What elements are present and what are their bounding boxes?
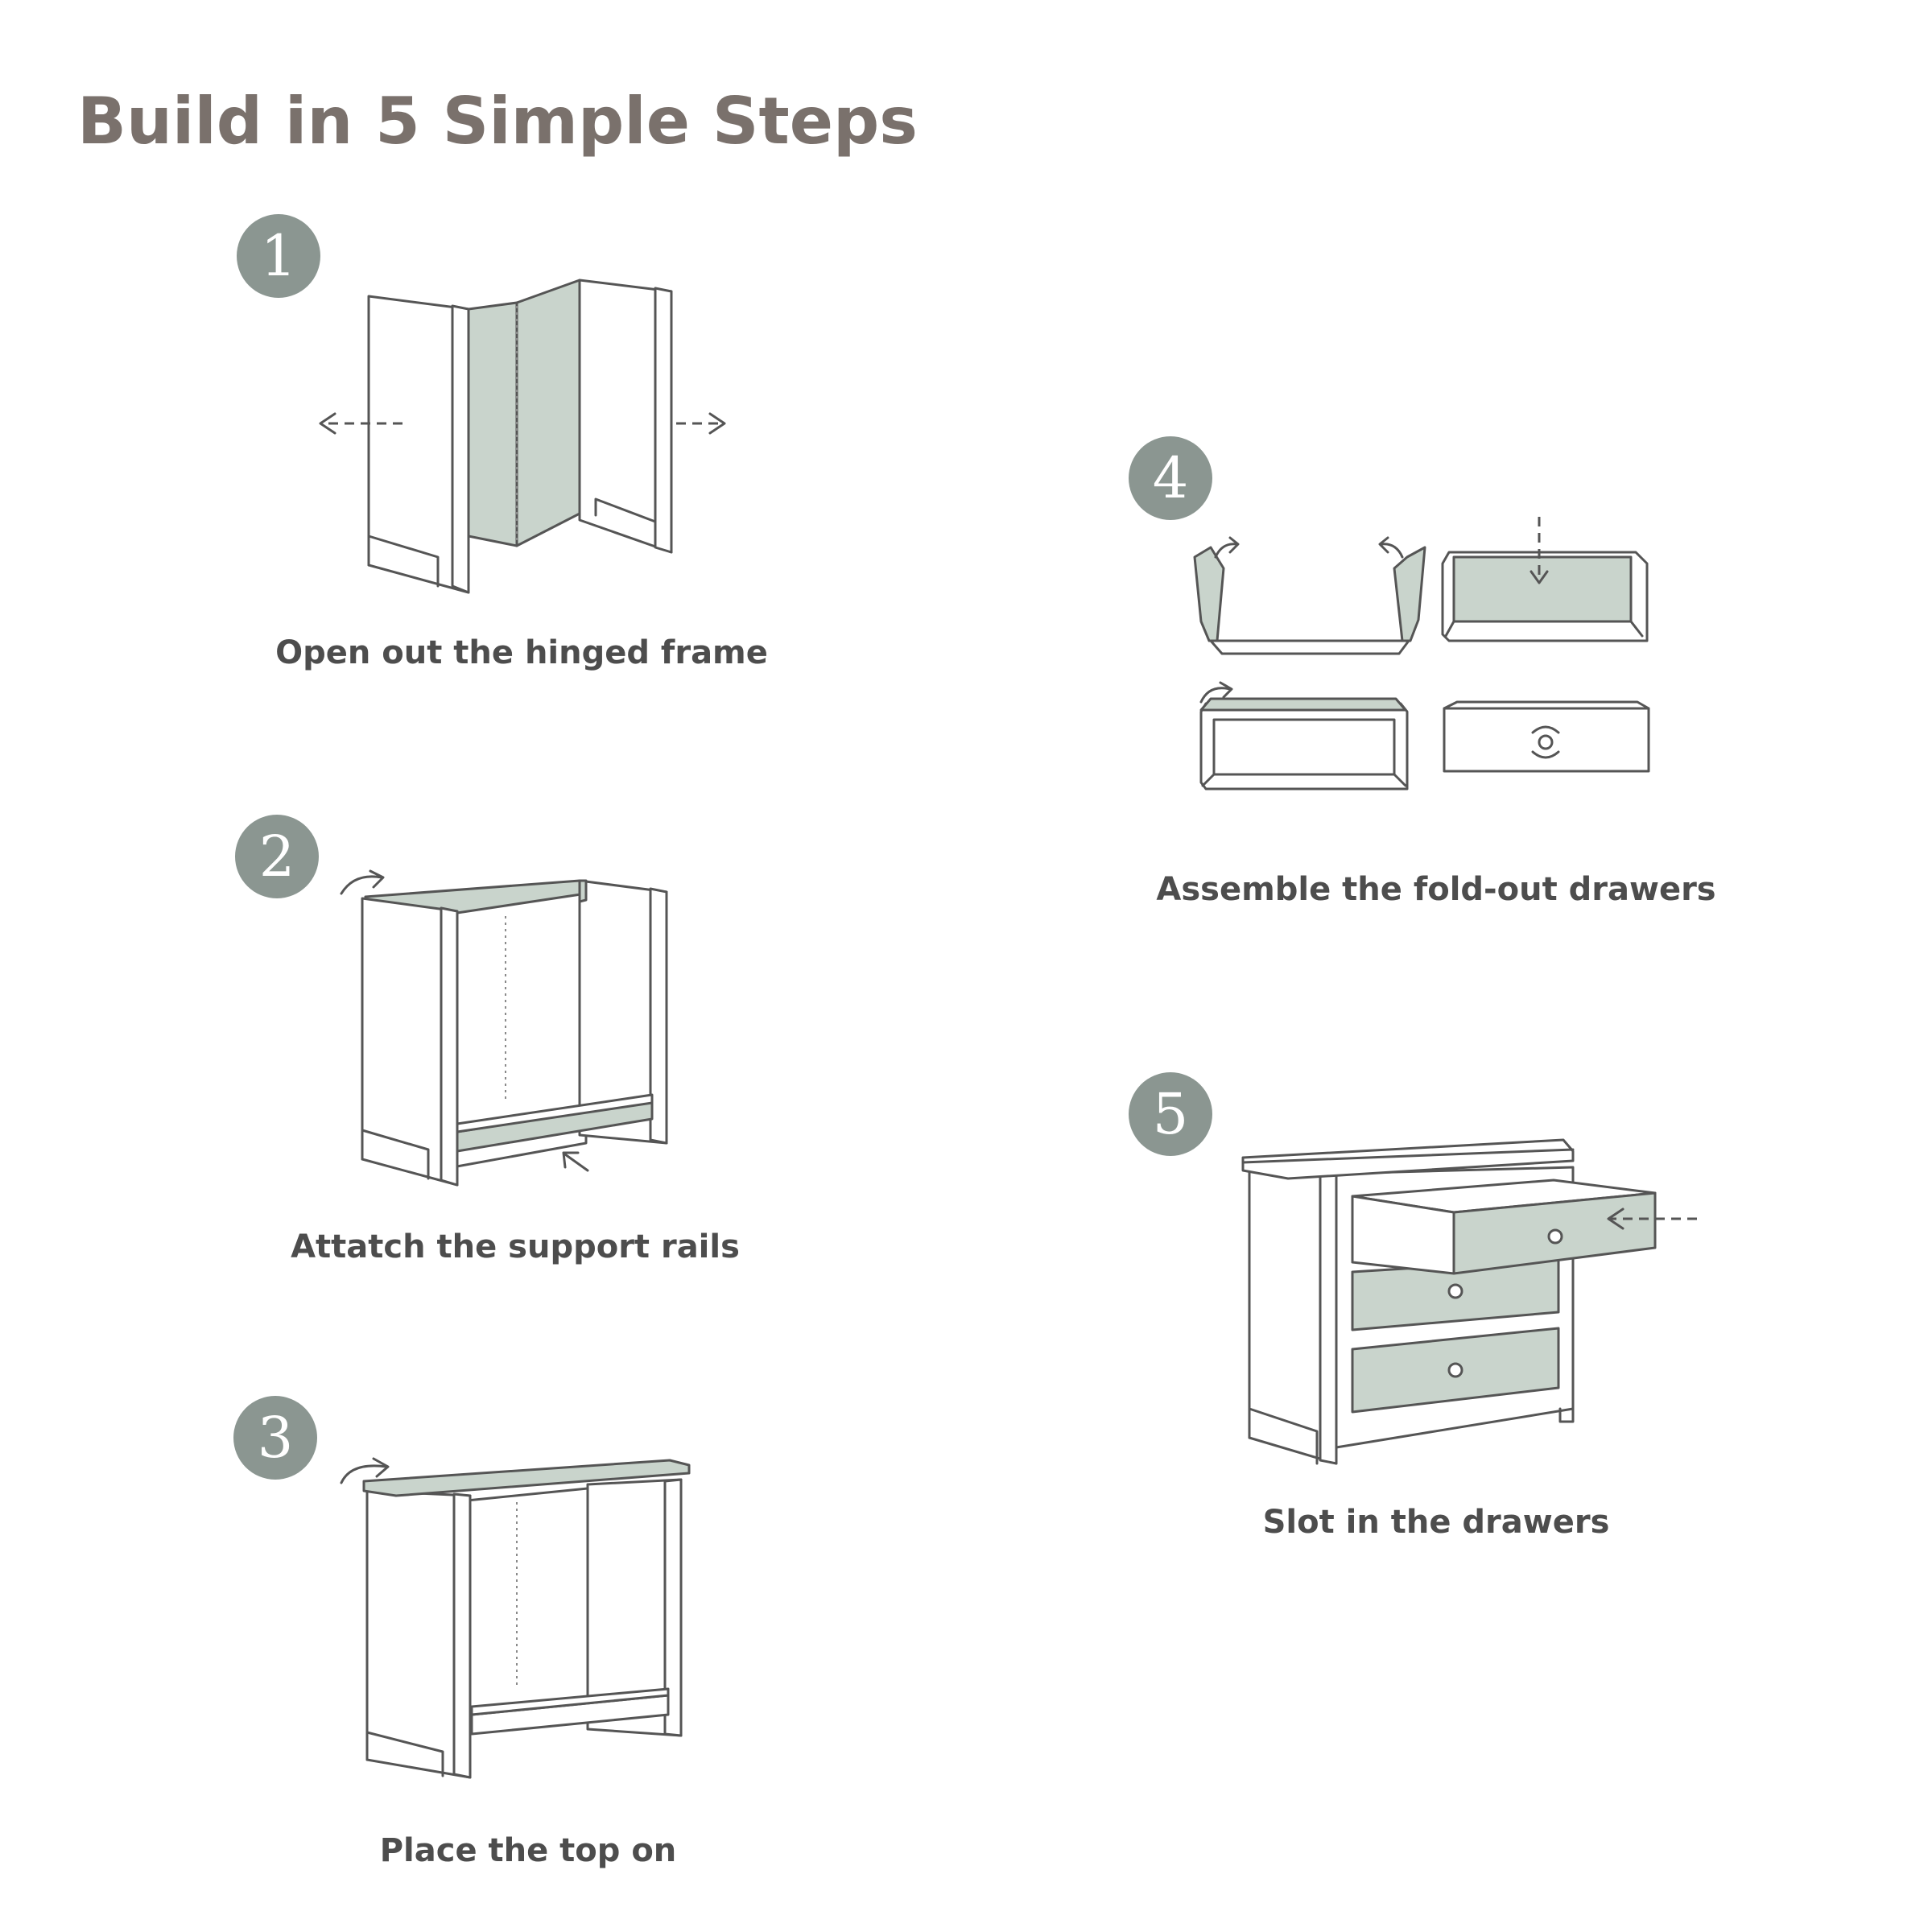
step-3-badge: 3 [233, 1396, 317, 1480]
curved-arrow-icon [340, 1457, 390, 1484]
frame-back-panel-right [515, 279, 581, 547]
step-5-illustration [1241, 1138, 1697, 1465]
frame-back-panel-left [467, 301, 518, 547]
drawer-finished [1443, 700, 1650, 773]
arrow-out-right-icon [676, 412, 726, 435]
step-2-caption: Attatch the support rails [291, 1228, 740, 1265]
page-title: Build in 5 Simple Steps [77, 84, 918, 159]
arrow-out-left-icon [319, 412, 402, 435]
rotate-icon [1531, 725, 1560, 734]
arrow-in-icon [1607, 1208, 1697, 1230]
drawer-fold-front [1199, 681, 1409, 791]
curved-arrow-icon [340, 869, 385, 895]
step-4-badge: 4 [1129, 436, 1212, 520]
frame-back-panel [465, 1486, 597, 1723]
step-4-illustration [1193, 517, 1650, 791]
step-4-caption: Assemble the fold-out drawers [1156, 871, 1716, 908]
table-top [362, 1459, 691, 1497]
step-1-illustration [319, 279, 726, 594]
step-3-caption: Place the top on [379, 1832, 677, 1869]
drawer-fold-sides [1193, 536, 1426, 655]
drawer-insert-back [1441, 517, 1649, 642]
step-2-badge: 2 [235, 815, 319, 898]
step-5-caption: Slot in the drawers [1262, 1504, 1610, 1541]
step-1-caption: Open out the hinged frame [275, 634, 768, 671]
chest-top [1241, 1138, 1575, 1180]
step-3-illustration [340, 1457, 691, 1779]
step-1-badge: 1 [237, 214, 320, 298]
step-2-illustration [340, 869, 668, 1187]
arrow-in-icon [562, 1151, 589, 1172]
step-5-badge: 5 [1129, 1072, 1212, 1156]
